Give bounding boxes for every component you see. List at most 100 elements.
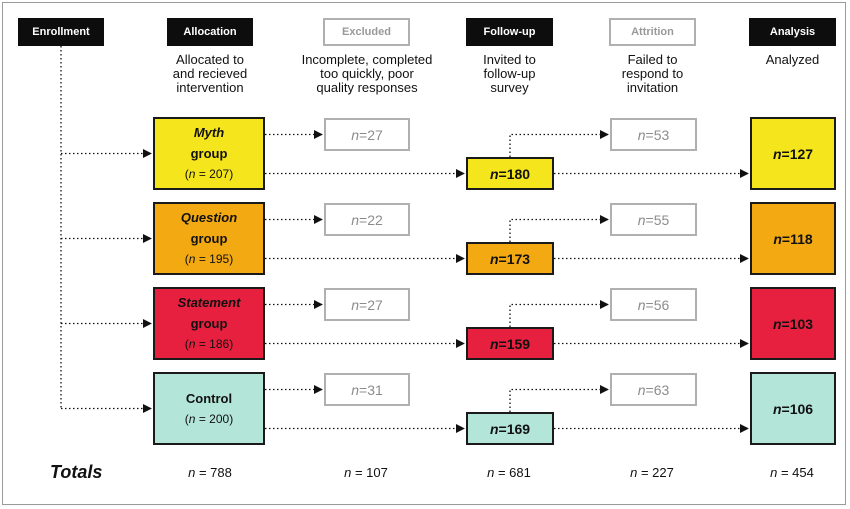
n-symbol: n [188,252,196,266]
n-symbol: n [770,465,778,480]
total-attrition: n = 227 [630,465,674,480]
n-symbol: n [351,211,360,228]
n-symbol: n [773,230,782,247]
group-n: (n = 195) [184,252,234,266]
total-allocation-value: 788 [210,465,232,480]
followup-subtitle-line: survey [490,80,529,95]
n-symbol: n [772,145,782,162]
analysis-header: Analysis [749,18,836,46]
excluded-value: 27 [367,126,383,143]
analysis-header-label: Analysis [769,26,816,38]
group-n-value: 200 [209,411,230,426]
followup-value: 159 [506,335,531,352]
attrition-subtitle-line: respond to [621,66,684,81]
followup-header-label: Follow-up [483,26,536,38]
n-symbol: n [489,250,499,267]
attrition-header-label: Attrition [631,26,674,38]
group-name-text: Myth [193,125,225,140]
attrition-value: 53 [653,126,670,143]
group-n: (n = 186) [184,337,234,351]
attrition-value: 63 [653,381,670,398]
excluded-box: n = 27 [324,118,410,151]
n-symbol: n [351,126,360,143]
excluded-subtitle: Incomplete, completed too quickly, poor … [286,53,448,95]
attrition-box: n = 56 [610,288,697,321]
total-followup: n = 681 [487,465,531,480]
excluded-value: 22 [367,211,383,228]
group-n-value: 195 [209,252,230,266]
connector-arrow [509,129,609,157]
group-suffix: group [190,146,228,161]
excluded-value: 31 [367,381,383,398]
excluded-header: Excluded [323,18,410,46]
connector-arrow [509,214,609,242]
group-name-text: Statement [177,295,241,310]
connector-arrow [509,299,609,327]
excluded-value: 27 [367,296,383,313]
n-symbol: n [188,465,196,480]
followup-box: n = 180 [466,157,554,190]
connector-arrow [509,384,609,412]
analysis-subtitle: Analyzed [732,53,850,67]
n-symbol: n [772,400,782,417]
group-n-value: 207 [209,167,230,181]
followup-header: Follow-up [466,18,553,46]
n-symbol: n [188,167,196,181]
n-symbol: n [489,420,499,437]
total-excluded: n = 107 [344,465,388,480]
group-name: Myth [194,122,224,143]
analysis-box: n = 103 [750,287,836,360]
n-symbol: n [351,381,360,398]
total-attrition-value: 227 [652,465,674,480]
total-analysis: n = 454 [770,465,814,480]
group-suffix: group [190,316,228,331]
total-excluded-value: 107 [366,465,388,480]
followup-subtitle-line: Invited to [483,52,536,67]
total-followup-value: 681 [509,465,531,480]
analyzed-value: 118 [790,230,813,247]
followup-subtitle-line: follow-up [483,66,536,81]
group-n: (n = 207) [184,167,234,181]
analysis-box: n = 127 [750,117,836,190]
analysis-box: n = 106 [750,372,836,445]
n-symbol: n [489,335,499,352]
excluded-subtitle-line: quality responses [316,80,418,95]
followup-box: n = 169 [466,412,554,445]
group-name-text: Control [185,390,233,406]
group-box: Statement group (n = 186) [153,287,265,360]
followup-value: 180 [506,165,531,182]
followup-value: 169 [506,420,531,437]
group-name-text: Question [180,210,238,225]
n-symbol: n [637,296,646,313]
attrition-subtitle: Failed to respond to invitation [592,53,713,95]
followup-box: n = 159 [466,327,554,360]
enrollment-header: Enrollment [18,18,104,46]
allocation-subtitle-line: Allocated to [176,52,244,67]
attrition-box: n = 55 [610,203,697,236]
n-symbol: n [630,465,638,480]
attrition-box: n = 63 [610,373,697,406]
attrition-subtitle-line: Failed to [627,52,678,67]
group-n-value: 186 [209,337,230,351]
followup-box: n = 173 [466,242,554,275]
followup-value: 173 [506,250,531,267]
allocation-subtitle-line: intervention [176,80,244,95]
attrition-subtitle-line: invitation [626,80,679,95]
excluded-header-label: Excluded [342,26,391,38]
n-symbol: n [637,381,646,398]
excluded-box: n = 27 [324,288,410,321]
n-symbol: n [188,411,196,426]
group-n: (n = 200) [184,411,234,426]
allocation-header-label: Allocation [183,26,237,38]
followup-subtitle: Invited to follow-up survey [449,53,570,95]
analyzed-value: 127 [789,145,814,162]
group-name: Statement [178,292,241,313]
n-symbol: n [351,296,360,313]
total-analysis-value: 454 [792,465,814,480]
excluded-subtitle-line: Incomplete, completed [301,52,433,67]
n-symbol: n [637,211,646,228]
n-symbol: n [489,165,499,182]
